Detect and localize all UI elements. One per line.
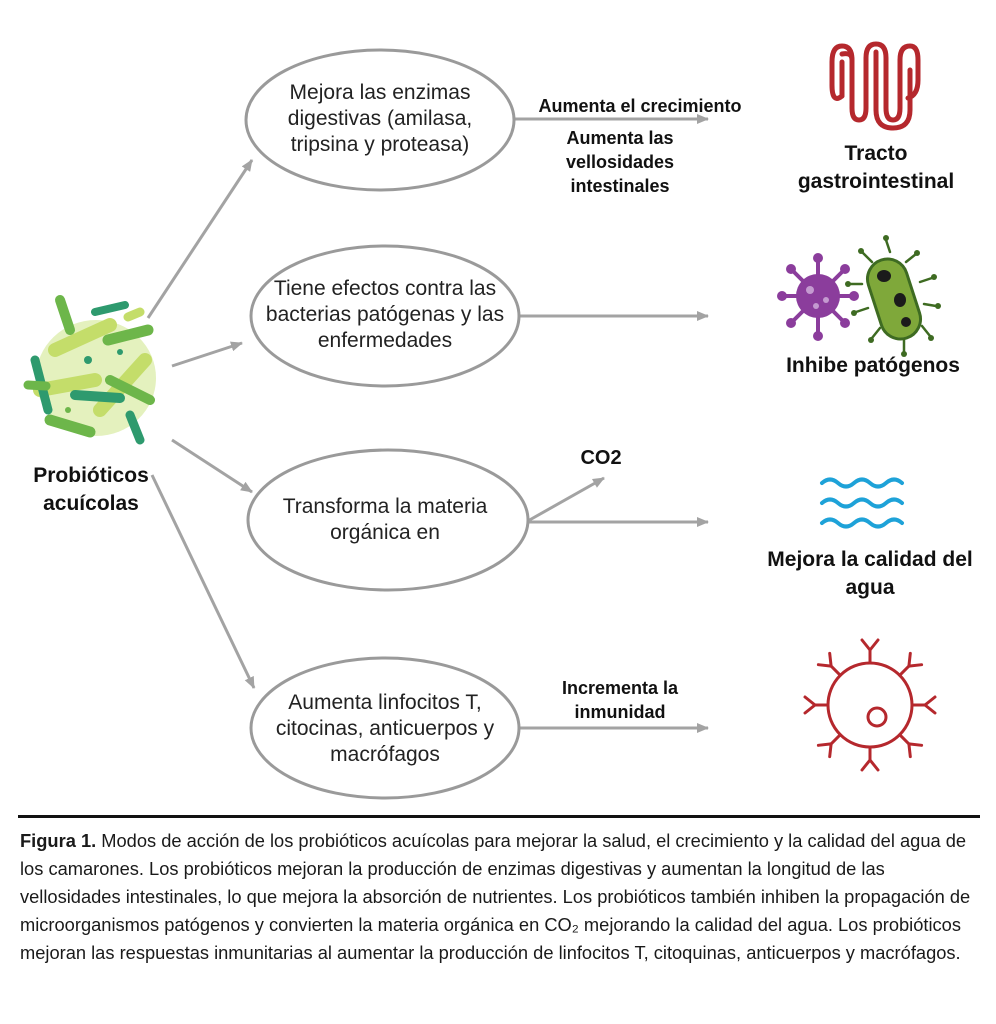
intestine-icon	[829, 41, 921, 131]
mode-oval-1	[244, 48, 516, 192]
mode-oval-3	[246, 448, 530, 592]
caption-divider	[18, 815, 980, 818]
effect-arrows	[512, 114, 709, 733]
arrow-source-to-mode-2	[171, 341, 243, 368]
mode-ovals	[244, 48, 530, 800]
mode-oval-4	[249, 656, 521, 800]
immune-cell-icon	[803, 638, 937, 772]
target-water-label: Mejora la calidad del agua	[767, 548, 973, 599]
mode-3-text: Transforma la materia orgánica en	[282, 495, 488, 544]
arrow-source-to-mode-4	[150, 474, 256, 689]
effect-villi-label: Aumenta las vellosidades intestinales	[565, 128, 675, 196]
caption-text: Modos de acción de los probióticos acuíc…	[20, 830, 971, 963]
virus-icon	[777, 253, 859, 341]
effect-immunity-label: Incrementa la inmunidad	[561, 678, 679, 722]
bacillus-icon	[845, 235, 941, 357]
target-gi-tract-label: Tracto gastrointestinal	[797, 142, 955, 193]
water-waves-icon	[820, 477, 904, 529]
figure-caption: Figura 1. Modos de acción de los probiót…	[20, 827, 980, 967]
co2-label: CO2	[580, 447, 622, 469]
mode-oval-2	[249, 244, 521, 388]
effect-growth-label: Aumenta el crecimiento	[538, 96, 742, 116]
arrow-source-to-mode-3	[171, 438, 253, 494]
mode-1-text: Mejora las enzimas digestivas (amilasa, …	[287, 81, 473, 156]
source-arrows	[146, 159, 256, 689]
mode-2-text: Tiene efectos contra las bacterias patóg…	[265, 277, 505, 352]
diagram	[23, 41, 941, 800]
arrow-mode-3-to-co2	[525, 476, 605, 524]
probiotic-bacteria-icon	[23, 295, 156, 445]
figure-label: Figura 1.	[20, 830, 97, 851]
source-label: Probióticos acuícolas	[33, 464, 149, 515]
mode-4-text: Aumenta linfocitos T, citocinas, anticue…	[275, 691, 495, 766]
target-pathogens-label: Inhibe patógenos	[786, 354, 960, 377]
arrow-source-to-mode-1	[146, 159, 254, 319]
